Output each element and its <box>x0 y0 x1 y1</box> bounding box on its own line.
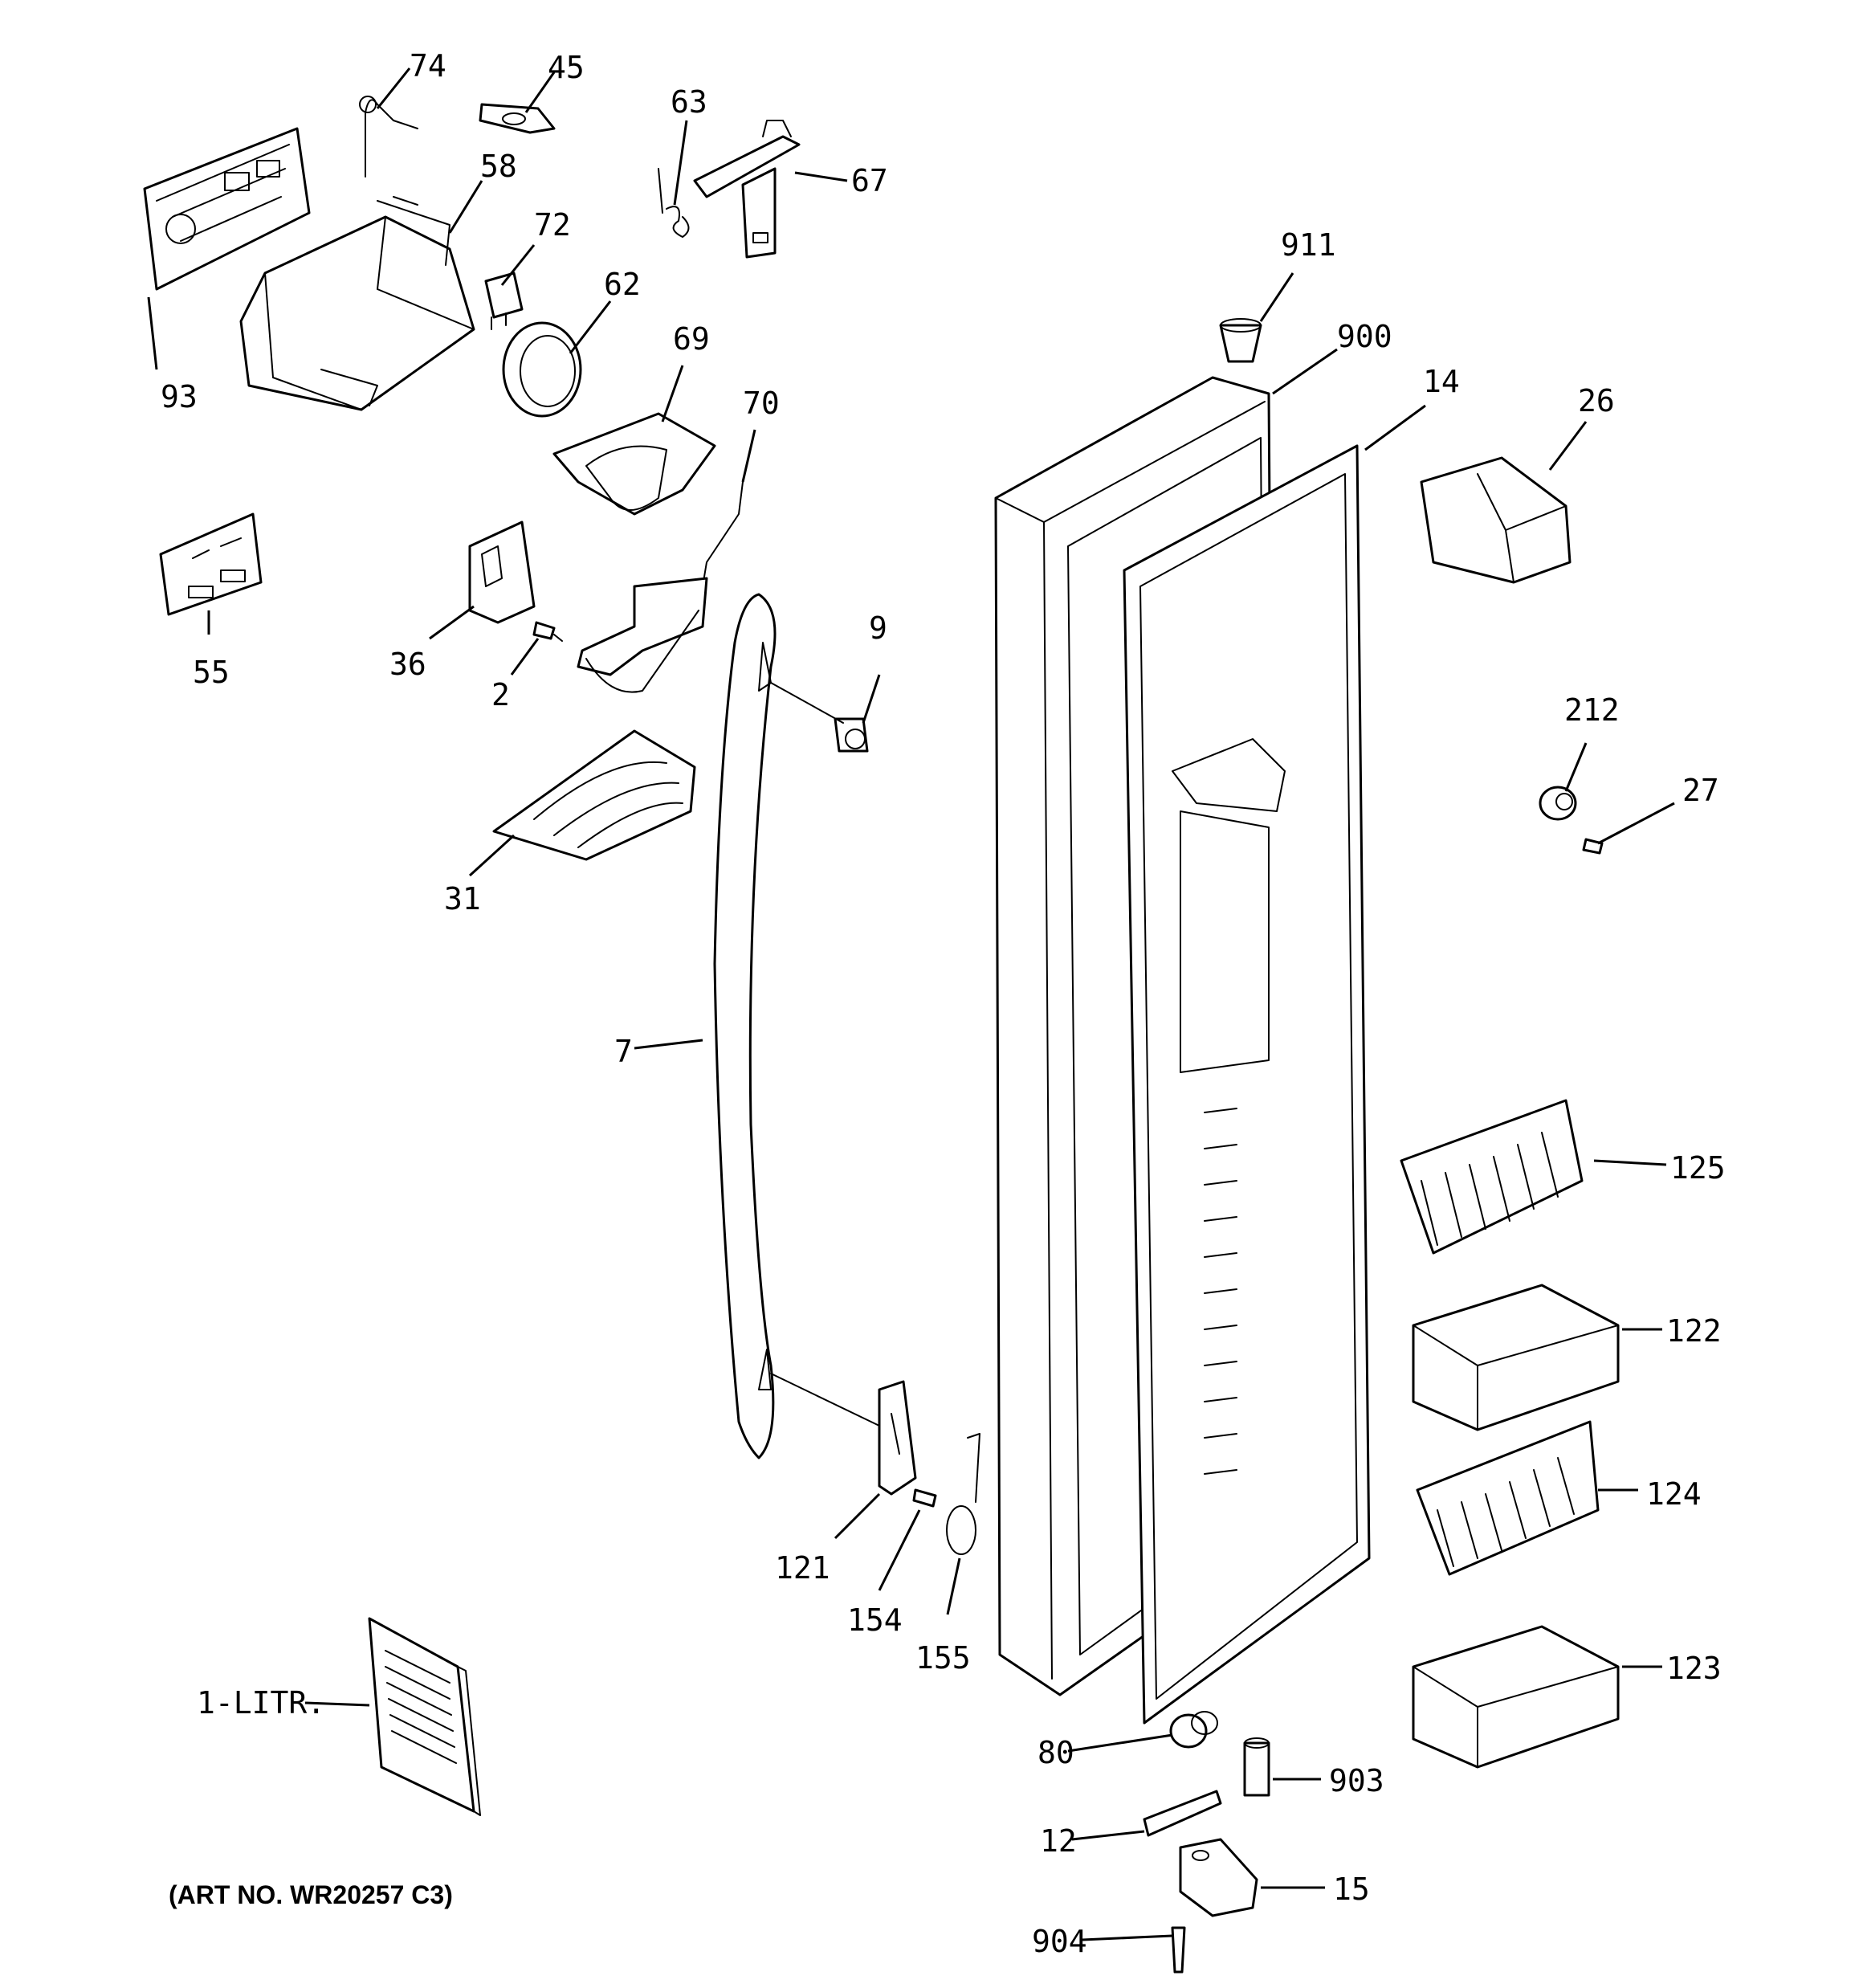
part-154-screw[interactable] <box>912 1488 937 1508</box>
part-15-hinge[interactable] <box>1179 1838 1258 1917</box>
label-45: 45 <box>548 50 585 85</box>
part-121-mount[interactable] <box>878 1380 917 1496</box>
label-911: 911 <box>1281 227 1336 263</box>
part-labels: 74 45 63 67 58 72 62 93 69 70 911 900 14… <box>161 48 1726 1959</box>
part-155-key[interactable] <box>946 1433 980 1555</box>
part-70-chute-door[interactable] <box>577 481 744 693</box>
label-80: 80 <box>1037 1735 1074 1770</box>
art-number: (ART NO. WR20257 C3) <box>169 1880 453 1909</box>
part-55-plate[interactable] <box>159 512 263 616</box>
label-124: 124 <box>1646 1476 1702 1512</box>
part-31-drip-grille[interactable] <box>492 729 696 861</box>
part-14-shelf-ribs <box>1204 1108 1237 1475</box>
label-15: 15 <box>1333 1872 1370 1907</box>
part-93-control-board[interactable] <box>143 127 311 291</box>
part-80-plug[interactable] <box>1169 1711 1218 1749</box>
label-122: 122 <box>1666 1313 1722 1349</box>
label-74: 74 <box>410 48 446 84</box>
part-36-block[interactable] <box>468 520 536 624</box>
label-12: 12 <box>1040 1823 1077 1859</box>
label-123: 123 <box>1666 1651 1722 1686</box>
label-9: 9 <box>869 610 887 646</box>
leader-lines <box>147 67 1675 1941</box>
part-911-cap[interactable] <box>1219 318 1262 363</box>
label-67: 67 <box>851 163 888 198</box>
label-903: 903 <box>1329 1763 1384 1798</box>
part-72-switch[interactable] <box>484 271 524 330</box>
label-36: 36 <box>389 647 426 682</box>
part-1-litr-booklet[interactable] <box>368 1617 481 1816</box>
label-62: 62 <box>604 267 641 302</box>
part-67-actuator[interactable] <box>693 120 801 259</box>
label-93: 93 <box>161 379 198 414</box>
part-124-wire-bin[interactable] <box>1416 1420 1600 1576</box>
part-63-spring[interactable] <box>658 168 690 238</box>
label-121: 121 <box>775 1550 830 1586</box>
label-58: 58 <box>480 149 517 184</box>
label-55: 55 <box>193 655 230 690</box>
label-155: 155 <box>915 1640 971 1676</box>
part-26-bin[interactable] <box>1420 456 1572 584</box>
part-62-motor-ring[interactable] <box>502 321 582 418</box>
part-74-spring[interactable] <box>359 96 418 178</box>
label-1-litr: 1-LITR. <box>197 1685 325 1721</box>
label-7: 7 <box>614 1034 633 1069</box>
leader-handle-bottom <box>770 1373 880 1427</box>
part-123-door-bin[interactable] <box>1412 1625 1620 1769</box>
label-212: 212 <box>1564 692 1620 728</box>
part-9-plug[interactable] <box>834 717 869 753</box>
part-122-door-bin[interactable] <box>1412 1284 1620 1431</box>
part-125-wire-bin[interactable] <box>1400 1099 1584 1255</box>
label-26: 26 <box>1578 383 1615 418</box>
label-904: 904 <box>1032 1924 1087 1959</box>
label-63: 63 <box>671 84 707 120</box>
part-212-knob[interactable] <box>1539 786 1577 821</box>
part-12-plate[interactable] <box>1143 1790 1222 1837</box>
part-27-screw[interactable] <box>1582 838 1604 855</box>
label-27: 27 <box>1682 773 1719 808</box>
part-7-handle[interactable] <box>713 593 777 1459</box>
part-14-liner[interactable] <box>1123 444 1371 1725</box>
part-58-dispenser-housing[interactable] <box>239 196 475 411</box>
part-69-ice-chute[interactable] <box>552 412 716 516</box>
label-900: 900 <box>1337 319 1392 354</box>
label-70: 70 <box>743 386 780 421</box>
label-2: 2 <box>491 677 510 712</box>
part-45-bracket[interactable] <box>479 103 556 134</box>
label-125: 125 <box>1670 1150 1726 1186</box>
leader-handle-top <box>770 682 844 724</box>
label-72: 72 <box>534 207 571 243</box>
label-154: 154 <box>847 1602 903 1638</box>
label-69: 69 <box>673 321 710 357</box>
part-2-screw[interactable] <box>532 621 563 642</box>
label-31: 31 <box>444 881 481 916</box>
part-903-pin[interactable] <box>1243 1737 1270 1797</box>
part-904-screw[interactable] <box>1171 1926 1186 1974</box>
label-14: 14 <box>1423 364 1460 399</box>
